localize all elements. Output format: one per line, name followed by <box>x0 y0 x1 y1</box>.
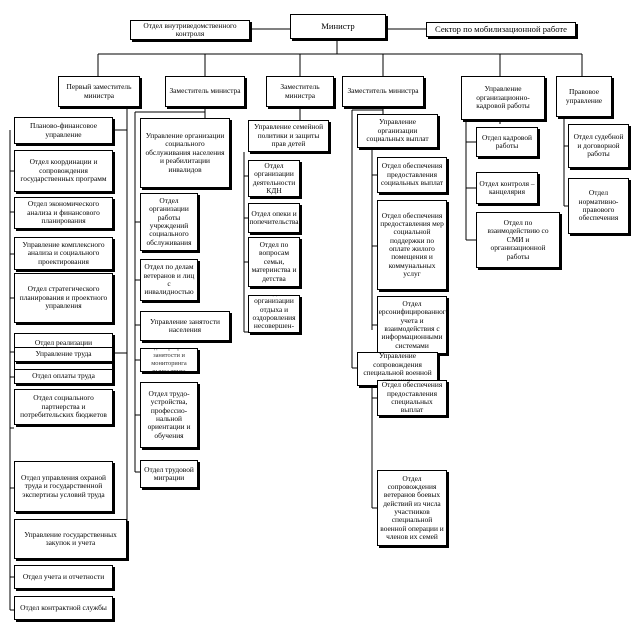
deputy-minister-2-box[interactable]: Заместитель министра <box>165 76 245 107</box>
family-policy-department-box[interactable]: Управление семейной политики и защиты пр… <box>248 120 329 152</box>
accounting-dept-box[interactable]: Отдел учета и отчетности <box>14 565 113 589</box>
normative-legal-dept-box[interactable]: Отдел нормативно-правового обеспечения <box>568 178 629 234</box>
employment-department-box[interactable]: Управление занятости населения <box>140 311 230 341</box>
kdn-dept-box[interactable]: Отдел организации деятельности КДН <box>248 160 300 197</box>
legal-department-box[interactable]: Правовое управление <box>556 76 612 117</box>
personnel-dept-box[interactable]: Отдел кадровой работы <box>476 127 538 157</box>
payments-provision-dept-box[interactable]: Отдел обеспечения предоставления социаль… <box>377 157 447 193</box>
strategic-planning-dept-box[interactable]: Отдел стратегического планирования и про… <box>14 273 113 323</box>
social-payments-department-box[interactable]: Управление организации социальных выплат <box>357 114 438 148</box>
planning-finance-department-box[interactable]: Планово-финансовое управление <box>14 117 113 144</box>
hr-department-box[interactable]: Управление организационно-кадровой работ… <box>461 76 545 120</box>
complex-analysis-department-box[interactable]: Управление комплексного анализа и социал… <box>14 237 113 270</box>
deputy-minister-4-box[interactable]: Заместитель министра <box>342 76 424 107</box>
internal-control-box[interactable]: Отдел внутриведомственного контроля <box>130 20 250 40</box>
minister-box[interactable]: Министр <box>290 14 386 39</box>
guardianship-dept-box[interactable]: Отдел опеки и попечительства <box>248 203 300 233</box>
chancellery-dept-box[interactable]: Отдел контроля – канцелярия <box>476 172 538 204</box>
housing-support-dept-box[interactable]: Отдел обеспечения предоставления мер соц… <box>377 200 447 290</box>
judicial-contract-dept-box[interactable]: Отдел судебной и договорной работы <box>568 124 629 168</box>
contract-service-dept-box[interactable]: Отдел контрактной службы <box>14 596 113 620</box>
first-deputy-minister-box[interactable]: Первый заместитель министра <box>58 76 140 107</box>
coordination-dept-box[interactable]: Отдел координации и сопровождения госуда… <box>14 150 113 192</box>
deputy-minister-3-box[interactable]: Заместитель министра <box>266 76 334 107</box>
labor-safety-dept-box[interactable]: Отдел управления охраной труда и государ… <box>14 461 113 512</box>
economic-analysis-dept-box[interactable]: Отдел экономического анализа и финансово… <box>14 197 113 229</box>
career-guidance-dept-box[interactable]: Отдел трудо-устройства, профессио-нально… <box>140 382 198 448</box>
procurement-department-box[interactable]: Управление государственных закупок и уче… <box>14 519 127 559</box>
family-motherhood-dept-box[interactable]: Отдел по вопросам семьи, материнства и д… <box>248 237 300 287</box>
labor-department-box[interactable]: Управление труда <box>14 347 113 362</box>
media-relations-dept-box[interactable]: Отдел по взаимодействию со СМИ и организ… <box>476 212 560 268</box>
mobilization-sector-box[interactable]: Сектор по мобилизационной работе <box>426 22 576 37</box>
veterans-dept-box[interactable]: Отдел по делам ветеранов и лиц с инвалид… <box>140 259 198 301</box>
recreation-dept-box[interactable]: Отдел организации отдыха и оздоровления … <box>248 295 300 333</box>
combat-veterans-dept-box[interactable]: Отдел сопровождения ветеранов боевых дей… <box>377 470 447 546</box>
social-services-department-box[interactable]: Управление организации социального обслу… <box>140 118 230 188</box>
pay-dept-box[interactable]: Отдел оплаты труда <box>14 369 113 384</box>
personified-accounting-dept-box[interactable]: Отдел персонифицированного учета и взаим… <box>377 296 447 354</box>
social-partnership-dept-box[interactable]: Отдел социального партнерства и потребит… <box>14 389 113 425</box>
employment-programs-dept-box[interactable]: Отдел программ занятости и мониторинга р… <box>140 348 198 372</box>
labor-migration-dept-box[interactable]: Отдел трудовой миграции <box>140 460 198 488</box>
institutions-dept-box[interactable]: Отдел организации работы учреждений соци… <box>140 193 198 251</box>
special-payments-dept-box[interactable]: Отдел обеспечения предоставления специал… <box>377 380 447 416</box>
